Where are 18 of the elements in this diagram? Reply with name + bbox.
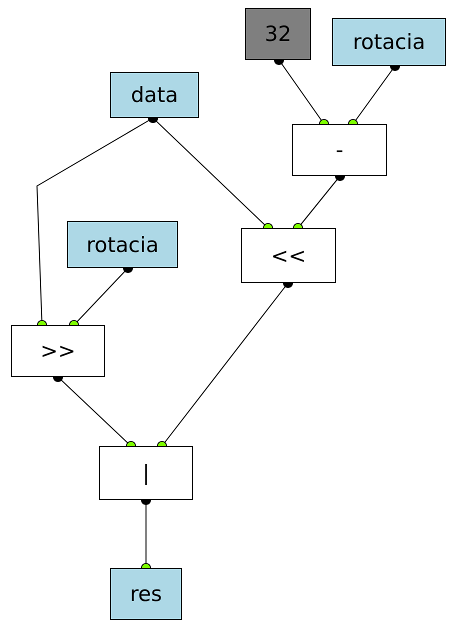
node-label: - [336, 138, 344, 162]
operator-box [241, 228, 336, 283]
node-label: data [130, 83, 178, 107]
variable-box [67, 221, 178, 268]
operator-box [292, 124, 387, 176]
node-label: | [142, 461, 150, 485]
variable-box [110, 72, 199, 118]
node-label: res [130, 582, 162, 606]
node-label: 32 [264, 22, 292, 46]
constant-box [245, 8, 311, 60]
node-label: rotacia [352, 30, 426, 54]
variable-box [332, 18, 446, 66]
operator-box [99, 446, 193, 500]
node-label: >> [40, 339, 76, 363]
operator-box [11, 325, 105, 377]
node-label: rotacia [86, 232, 159, 256]
variable-box [110, 568, 182, 620]
node-label: << [270, 244, 306, 268]
